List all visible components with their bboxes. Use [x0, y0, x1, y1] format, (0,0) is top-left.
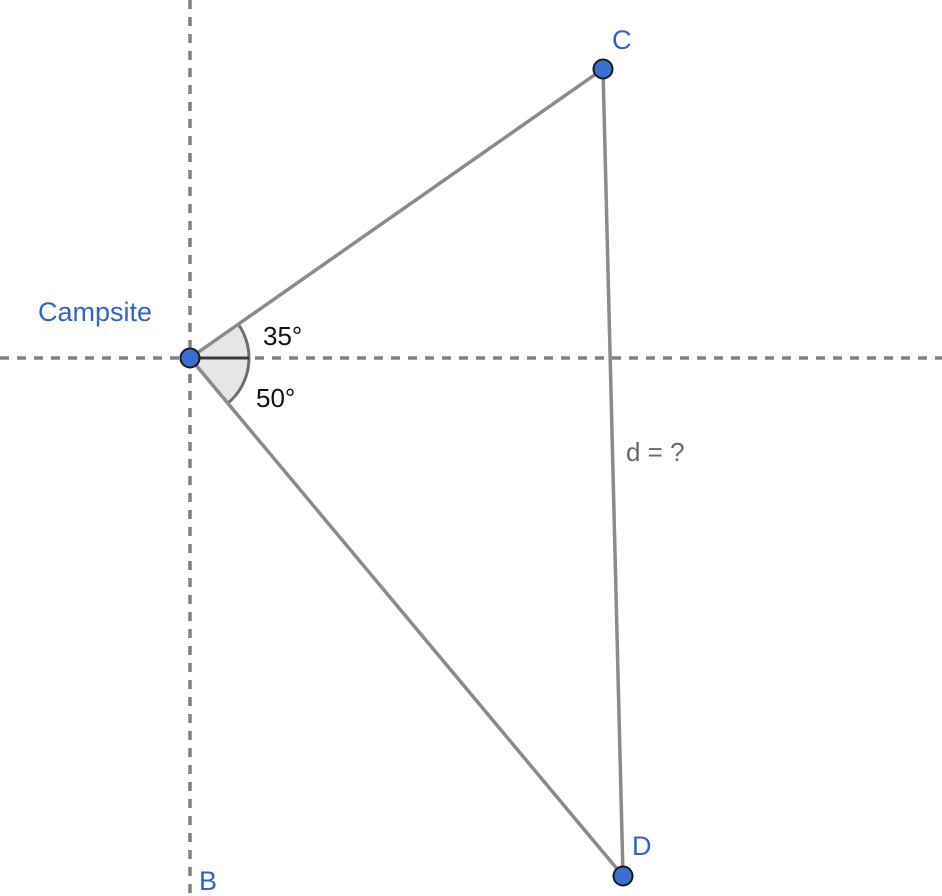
segment-c-d [601, 67, 625, 878]
label-campsite: Campsite [38, 297, 152, 327]
length-label-cd: d = ? [626, 437, 685, 467]
segment-campsite-d [188, 356, 625, 878]
label-d: D [632, 831, 652, 861]
angle-arc [226, 323, 251, 405]
angle-sector-shading [190, 324, 249, 404]
point-campsite [179, 347, 201, 369]
label-c: C [612, 25, 632, 55]
label-b: B [199, 866, 217, 896]
segment-campsite-c [188, 67, 605, 360]
angle-label-upper: 35° [263, 321, 302, 351]
angle-label-lower: 50° [256, 383, 295, 413]
point-d [612, 865, 634, 887]
point-c [592, 58, 614, 80]
